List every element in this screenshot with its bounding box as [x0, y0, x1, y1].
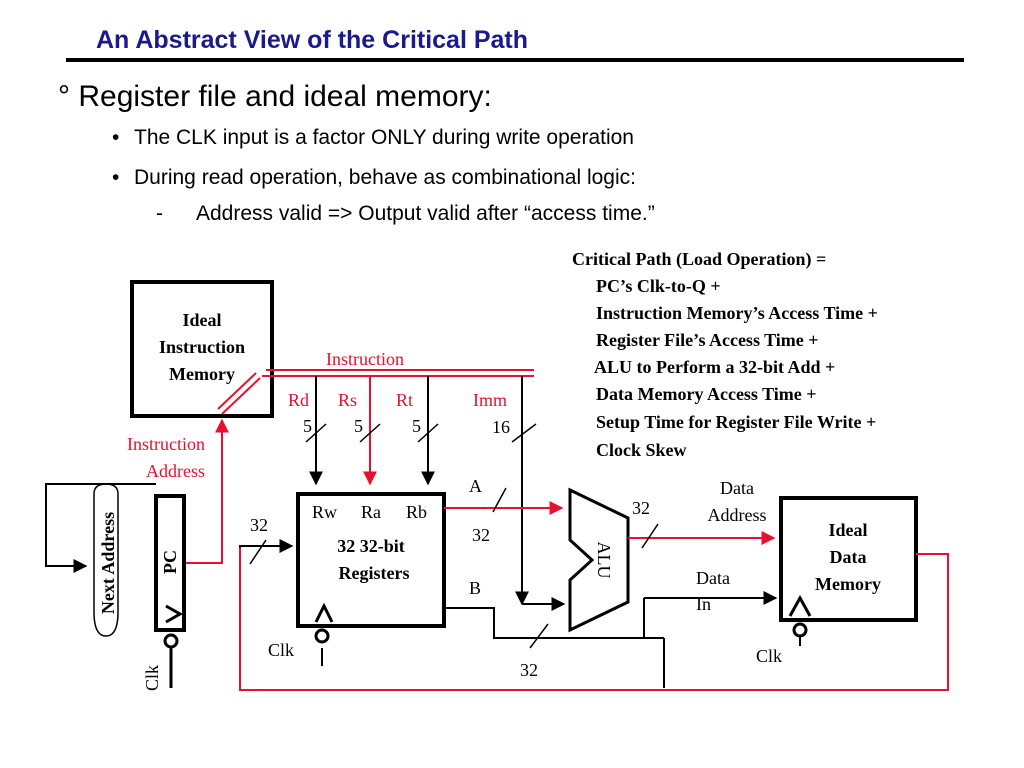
- bus-b-width: 32: [520, 660, 538, 680]
- write-data-width: 32: [250, 515, 268, 535]
- imm-label: Imm: [473, 390, 507, 410]
- field-width-ticks: [305, 423, 537, 443]
- regfile-clk-label: Clk: [268, 640, 294, 660]
- register-file-label: Registers: [339, 563, 410, 583]
- bus-a-width-tick: [492, 487, 507, 513]
- ra-port-label: Ra: [361, 502, 381, 522]
- data-address-width-tick: [641, 523, 659, 549]
- register-file-label: 32 32-bit: [337, 536, 405, 556]
- critical-path-heading: Critical Path (Load Operation) =: [572, 249, 826, 270]
- write-data-bus: [239, 539, 294, 686]
- bus-a-label: A: [469, 476, 482, 496]
- bus-b-width-tick: [529, 623, 549, 649]
- data-in-label: Data: [696, 568, 730, 588]
- imm-width: 16: [492, 417, 510, 437]
- instruction-memory-label: Memory: [169, 364, 235, 384]
- pc-clock-triangle: [165, 604, 184, 624]
- dmem-clock-triangle: [788, 594, 812, 617]
- rt-width: 5: [412, 416, 421, 436]
- sub-sub-bullet-text: Address valid => Output valid after “acc…: [196, 202, 655, 225]
- main-bullet-text: Register file and ideal memory:: [78, 80, 492, 113]
- regfile-clock-triangle: [314, 602, 334, 623]
- critical-path-term: PC’s Clk-to-Q +: [596, 276, 721, 296]
- critical-path-term: Instruction Memory’s Access Time +: [596, 303, 878, 323]
- instruction-address-label: Address: [146, 461, 205, 481]
- pc-label: PC: [160, 550, 180, 574]
- rw-port-label: Rw: [312, 502, 337, 522]
- rs-label: Rs: [338, 390, 357, 410]
- rt-label: Rt: [396, 390, 413, 410]
- bus-b-label: B: [469, 578, 481, 598]
- sub-bullet-read: • During read operation, behave as combin…: [112, 166, 636, 190]
- rd-label: Rd: [288, 390, 309, 410]
- sub-sub-bullet: - Address valid => Output valid after “ac…: [156, 202, 655, 226]
- data-memory-label: Memory: [815, 574, 881, 594]
- instruction-memory-label: Instruction: [159, 337, 245, 357]
- rs-width: 5: [354, 416, 363, 436]
- next-address-loop: [45, 483, 156, 573]
- degree-bullet-marker: °: [58, 80, 70, 113]
- data-memory-label: Ideal: [828, 520, 867, 540]
- regfile-clock-bubble: [314, 628, 330, 644]
- rb-port-label: Rb: [406, 502, 427, 522]
- data-address-width: 32: [632, 498, 650, 518]
- dmem-clock-bubble: [792, 622, 808, 638]
- instruction-memory-label: Ideal: [182, 310, 221, 330]
- critical-path-term: ALU to Perform a 32-bit Add +: [594, 357, 835, 377]
- critical-path-text: Critical Path (Load Operation) = PC’s Cl…: [572, 249, 878, 460]
- data-address-label: Data: [720, 478, 754, 498]
- sub-bullet-text: During read operation, behave as combina…: [134, 166, 636, 189]
- instruction-label: Instruction: [326, 349, 404, 369]
- instruction-bus: [217, 369, 534, 415]
- data-in-label: In: [696, 594, 711, 614]
- alu-shape: [568, 487, 630, 633]
- title-rule: [66, 58, 964, 62]
- register-file-box: [296, 492, 446, 628]
- bus-a-width: 32: [472, 525, 490, 545]
- pc-to-imem-wire: [186, 418, 229, 564]
- dmem-clk-label: Clk: [756, 646, 782, 666]
- slide-title: An Abstract View of the Critical Path: [96, 26, 529, 54]
- alu-label: ALU: [594, 542, 614, 579]
- instruction-memory-box: [130, 280, 274, 418]
- critical-path-term: Register File’s Access Time +: [596, 330, 819, 350]
- data-memory-box: [779, 496, 918, 622]
- critical-path-term: Clock Skew: [596, 440, 687, 460]
- rd-width: 5: [303, 416, 312, 436]
- bus-b: [444, 607, 664, 639]
- pc-clock-bubble: [163, 633, 179, 649]
- sub-bullet-clk: • The CLK input is a factor ONLY during w…: [112, 126, 634, 150]
- write-data-width-tick: [249, 539, 267, 565]
- data-address-label: Address: [708, 505, 767, 525]
- main-bullet: ° Register file and ideal memory:: [58, 80, 492, 114]
- sub-bullet-text: The CLK input is a factor ONLY during wr…: [134, 126, 634, 149]
- bullet-marker: •: [112, 166, 120, 189]
- critical-path-term: Data Memory Access Time +: [596, 384, 817, 404]
- dash-marker: -: [156, 202, 163, 225]
- instruction-address-label: Instruction: [127, 434, 205, 454]
- data-memory-label: Data: [830, 547, 867, 567]
- next-address-label: Next Address: [98, 512, 118, 614]
- pc-clk-label: Clk: [142, 665, 162, 691]
- critical-path-term: Setup Time for Register File Write +: [596, 412, 876, 432]
- bullet-marker: •: [112, 126, 120, 149]
